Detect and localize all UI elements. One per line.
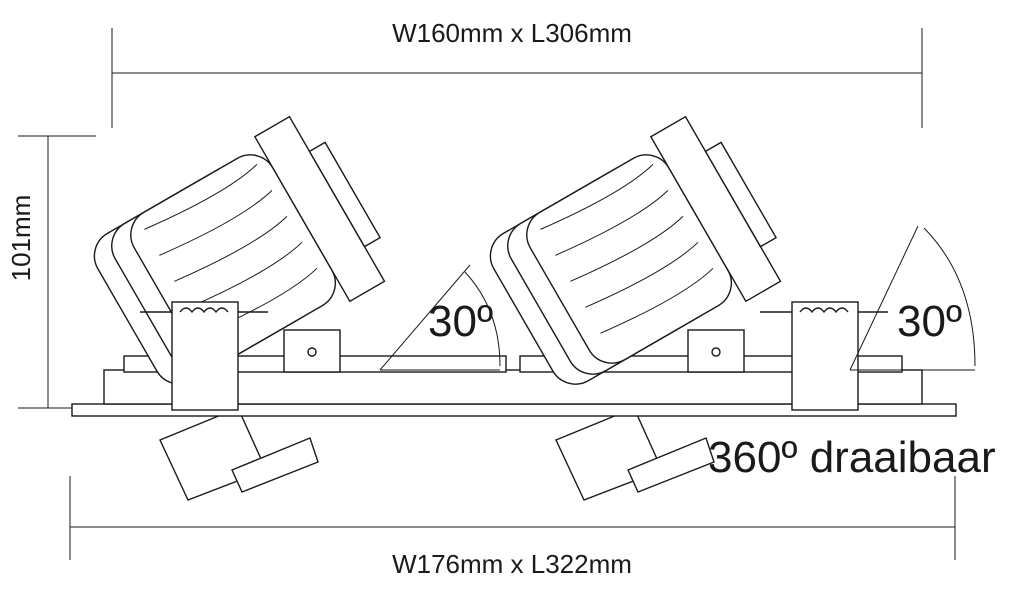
rotation-note: 360º draaibaar	[708, 433, 996, 482]
trim-size-label: W176mm x L322mm	[392, 549, 632, 579]
tilt-angle-right: 30º	[897, 297, 963, 346]
right-spotlight	[489, 115, 888, 411]
dimension-lines	[18, 28, 956, 560]
height-label: 101mm	[6, 194, 36, 282]
tilt-angle-left: 30º	[428, 297, 494, 346]
left-spotlight	[93, 115, 386, 411]
outer-size-label: W160mm x L306mm	[392, 18, 632, 48]
lower-housings	[159, 407, 715, 501]
angle-indicators	[379, 225, 976, 371]
